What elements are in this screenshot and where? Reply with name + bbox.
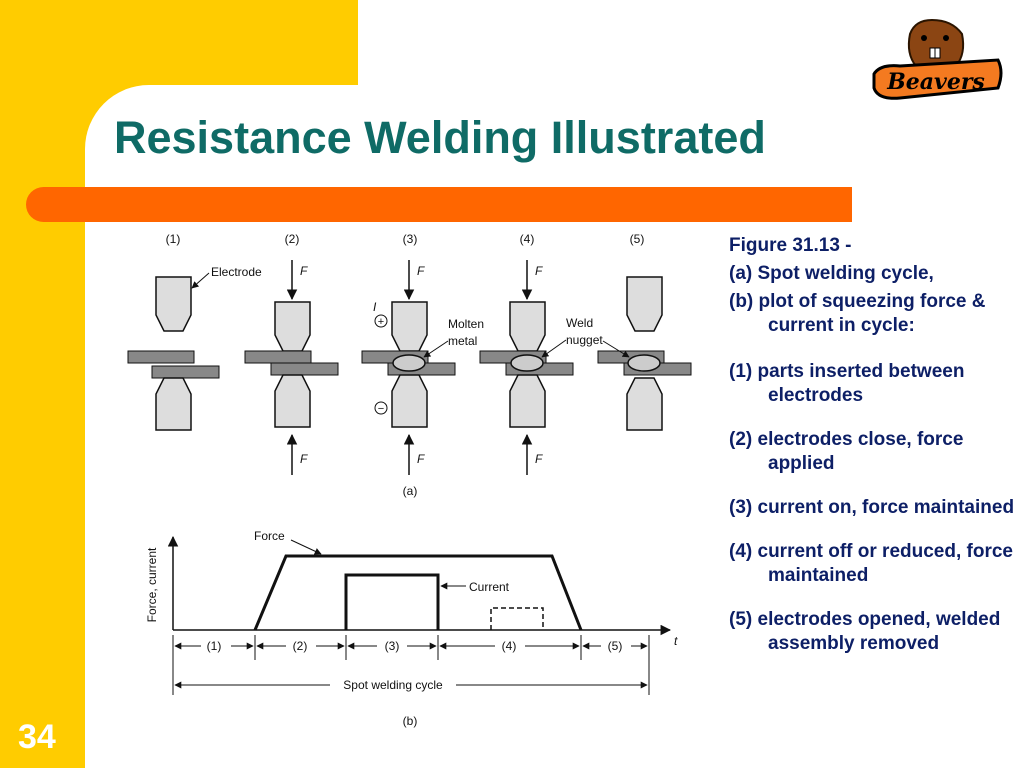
electrode-bottom — [274, 374, 311, 428]
spot-welding-figure: (1) (2) (3) (4) (5) Electrode F F F I + — [127, 232, 692, 728]
caption-step-3: (3) current on, force maintained — [729, 497, 1015, 518]
force-symbol: F — [300, 264, 308, 278]
logo-wordmark: Beavers — [886, 69, 985, 95]
stage-5-diagram — [597, 276, 692, 431]
reduced-current-curve — [490, 607, 544, 630]
weld-nugget — [627, 354, 661, 372]
workpiece-sheet — [127, 350, 195, 364]
stage-label-3: (3) — [403, 232, 418, 246]
electrode-bottom — [391, 374, 428, 428]
electrode-bottom — [626, 377, 663, 431]
force-curve — [253, 554, 583, 631]
y-axis-label: Force, current — [145, 547, 159, 622]
electrode-top — [274, 301, 311, 352]
phase-label-1: (1) — [207, 639, 222, 653]
figure-a-caption: (a) — [403, 484, 418, 498]
molten-metal-label-line2: metal — [448, 334, 477, 348]
weld-nugget — [510, 354, 544, 372]
force-symbol: F — [535, 264, 543, 278]
phase-label-4: (4) — [502, 639, 517, 653]
stage-4-diagram: F F Weld nugget — [479, 260, 603, 475]
force-symbol: F — [417, 264, 425, 278]
electrode-bottom — [155, 377, 192, 431]
stage-3-diagram: F I + − F Molten metal — [361, 260, 484, 475]
caption-part-a: (a) Spot welding cycle, — [729, 263, 934, 284]
minus-symbol: − — [378, 403, 384, 415]
stage-label-2: (2) — [285, 232, 300, 246]
caption-step-2: (2) electrodes close, force applied — [729, 429, 964, 474]
force-symbol: F — [535, 452, 543, 466]
beavers-logo: Beavers — [872, 18, 1003, 100]
weld-nugget-label-line1: Weld — [566, 316, 593, 330]
force-label: Force — [254, 529, 285, 543]
force-symbol: F — [300, 452, 308, 466]
slide-number: 34 — [18, 718, 56, 756]
stage-labels: (1) (2) (3) (4) (5) — [166, 232, 645, 246]
electrode-bottom — [509, 374, 546, 428]
title-underline-bar — [26, 187, 852, 222]
weld-nugget-label-line2: nugget — [566, 333, 603, 347]
current-curve — [344, 573, 440, 630]
caption-step-4: (4) current off or reduced, force mainta… — [729, 541, 1013, 586]
stage-2-diagram: F F — [244, 260, 339, 475]
stage-label-1: (1) — [166, 232, 181, 246]
phase-label-3: (3) — [385, 639, 400, 653]
cycle-label: Spot welding cycle — [343, 678, 443, 692]
slide-title: Resistance Welding Illustrated — [114, 112, 766, 163]
figure-caption: Figure 31.13 - (a) Spot welding cycle, (… — [729, 234, 1021, 658]
electrode-top — [626, 276, 663, 332]
workpiece-sheet — [244, 350, 312, 364]
current-symbol: I — [373, 300, 377, 314]
phase-label-5: (5) — [608, 639, 623, 653]
electrode-top — [155, 276, 192, 332]
caption-part-b: (b) plot of squeezing force & current in… — [729, 291, 986, 336]
force-current-plot: t Force, current Force Current (1) (2 — [145, 529, 678, 728]
workpiece-sheet — [151, 365, 220, 379]
caption-figure-number: Figure 31.13 - — [729, 235, 852, 256]
phase-label-2: (2) — [293, 639, 308, 653]
caption-step-1: (1) parts inserted between electrodes — [729, 361, 965, 406]
figure-b-caption: (b) — [403, 714, 418, 728]
phase-labels: (1) (2) (3) (4) (5) Spot welding cycle — [201, 639, 631, 692]
stage-1-diagram: Electrode — [127, 265, 262, 431]
force-symbol: F — [417, 452, 425, 466]
workpiece-sheet — [270, 362, 339, 376]
molten-metal — [392, 354, 426, 372]
caption-step-5: (5) electrodes opened, welded assembly r… — [729, 609, 1001, 654]
electrode-top — [391, 301, 428, 352]
plus-symbol: + — [378, 316, 384, 328]
electrode-top — [509, 301, 546, 352]
stage-label-4: (4) — [520, 232, 535, 246]
stage-label-5: (5) — [630, 232, 645, 246]
electrode-label: Electrode — [211, 265, 262, 279]
time-axis-label: t — [674, 634, 678, 648]
current-label: Current — [469, 580, 510, 594]
molten-metal-label-line1: Molten — [448, 317, 484, 331]
